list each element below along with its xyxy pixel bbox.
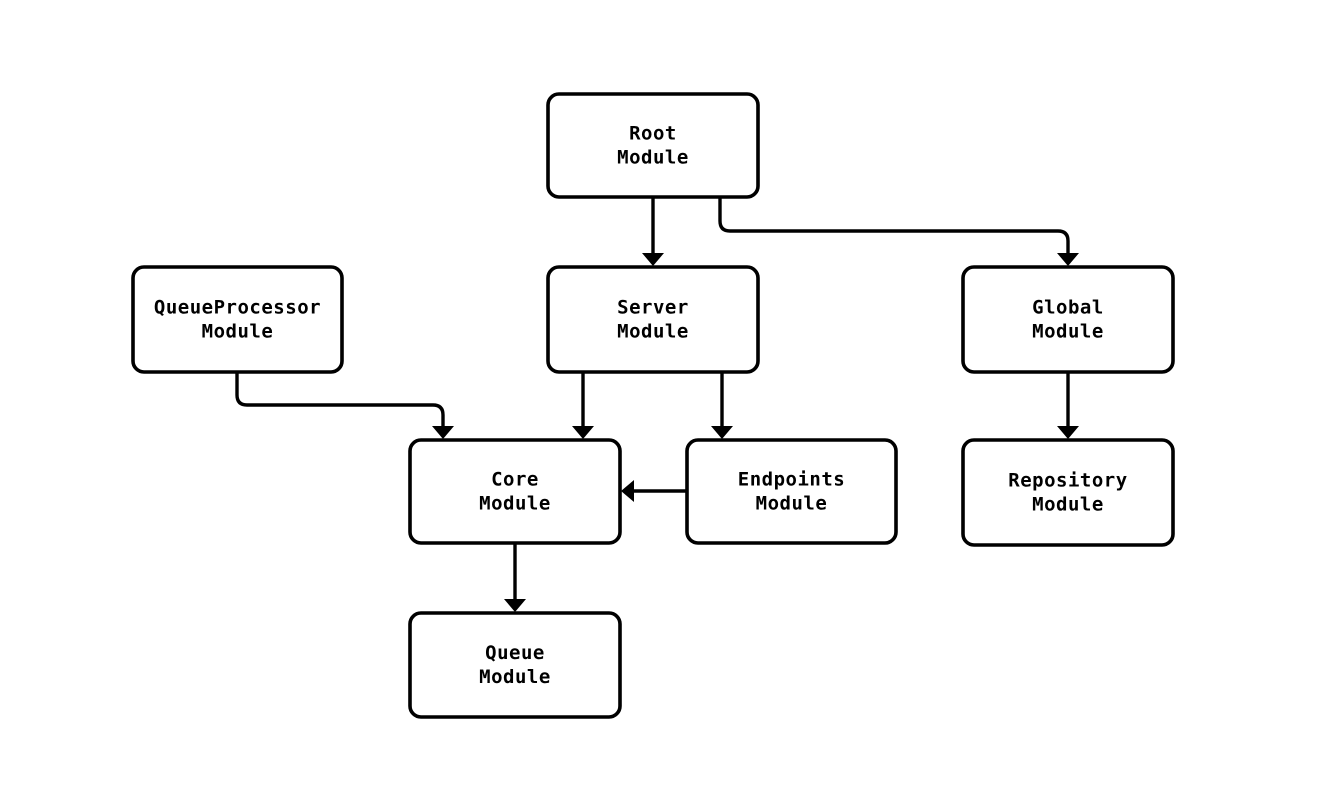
node-label-line1: Repository xyxy=(1008,469,1127,491)
node-label-line2: Module xyxy=(479,492,551,514)
node-box[interactable] xyxy=(961,265,1175,374)
edge-layer xyxy=(235,197,1079,612)
node-label-line1: Core xyxy=(491,468,539,490)
node-label-line1: QueueProcessor xyxy=(154,296,321,318)
node-box[interactable] xyxy=(408,438,622,545)
node-box[interactable] xyxy=(961,438,1175,547)
node-label-line2: Module xyxy=(479,665,551,687)
node-label-line1: Global xyxy=(1032,296,1104,318)
node-label-line2: Module xyxy=(1032,493,1104,515)
arrowhead-icon xyxy=(711,426,733,439)
edge-global-to-repository xyxy=(1057,372,1079,439)
edge-root-to-global xyxy=(718,197,1079,266)
edge-root-to-server xyxy=(642,197,664,266)
arrowhead-icon xyxy=(621,480,634,502)
arrowhead-icon xyxy=(504,599,526,612)
edge-line xyxy=(235,372,445,429)
node-label-line1: Root xyxy=(629,122,677,144)
node-label-line2: Module xyxy=(1032,320,1104,342)
node-box[interactable] xyxy=(685,438,898,545)
node-box[interactable] xyxy=(546,265,760,374)
edge-server-to-core xyxy=(572,372,594,439)
node-box[interactable] xyxy=(408,611,622,719)
node-label-line2: Module xyxy=(617,320,689,342)
node-label-line2: Module xyxy=(756,492,828,514)
arrowhead-icon xyxy=(1057,253,1079,266)
edge-queueprocessor-to-core xyxy=(235,372,454,439)
arrowhead-icon xyxy=(572,426,594,439)
edge-line xyxy=(718,197,1070,256)
node-box[interactable] xyxy=(546,92,760,199)
node-box[interactable] xyxy=(131,265,344,374)
node-label-line1: Server xyxy=(617,296,689,318)
edge-core-to-queue xyxy=(504,543,526,612)
node-label-line2: Module xyxy=(202,320,274,342)
node-label-line2: Module xyxy=(617,146,689,168)
arrowhead-icon xyxy=(642,253,664,266)
arrowhead-icon xyxy=(432,426,454,439)
node-label-line1: Queue xyxy=(485,642,545,664)
edge-server-to-endpoints xyxy=(711,372,733,439)
edge-endpoints-to-core xyxy=(621,480,687,502)
arrowhead-icon xyxy=(1057,426,1079,439)
node-label-line1: Endpoints xyxy=(738,468,845,490)
